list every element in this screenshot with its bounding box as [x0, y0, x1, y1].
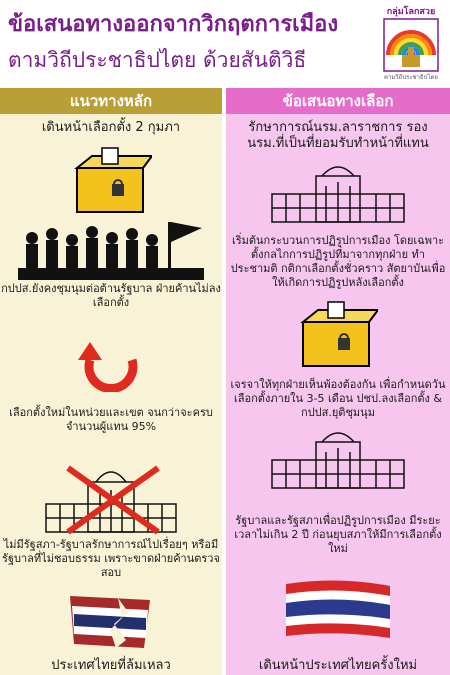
right-column: ข้อเสนอทางเลือก รักษาการณ์นรม.ลาราชการ ร…	[226, 88, 450, 675]
ballot-box-icon	[74, 147, 152, 213]
left-item-3-text: เลือกตั้งใหม่ในหน่วยและเขต จนกว่าจะครบจำ…	[9, 406, 213, 433]
right-item-1-text: รักษาการณ์นรม.ลาราชการ รองนรม.ที่เป็นที่…	[247, 120, 429, 151]
rainbow-logo-icon	[383, 18, 439, 72]
page-title: ข้อเสนอทางออกจากวิกฤตการเมือง	[8, 12, 339, 37]
right-item-2-text: เริ่มต้นกระบวนการปฏิรูปการเมือง โดยเฉพาะ…	[230, 234, 446, 289]
right-column-heading: ข้อเสนอทางเลือก	[226, 88, 450, 114]
header: ข้อเสนอทางออกจากวิกฤตการเมือง ตามวิถีประ…	[0, 0, 450, 88]
protest-crowd-icon	[18, 222, 204, 280]
parliament-icon	[271, 432, 405, 489]
left-item-5-text: ประเทศไทยที่ล้มเหลว	[51, 658, 171, 673]
torn-thai-flag-icon	[70, 596, 150, 648]
ballot-box-icon	[300, 301, 378, 367]
right-item-3-text: เจรจาให้ทุกฝ่ายเห็นพ้องต้องกัน เพื่อกำหน…	[230, 378, 446, 419]
left-item-1-text: เดินหน้าเลือกตั้ง 2 กุมภา	[41, 120, 181, 135]
right-item-4-text: รัฐบาลและรัฐสภาเพื่อปฏิรูปการเมือง มีระย…	[234, 514, 442, 555]
parliament-icon	[271, 166, 405, 223]
logo-label-bottom: ตามวิถีประชาธิปไตย	[384, 74, 438, 81]
right-item-5-text: เดินหน้าประเทศไทยครั้งใหม่	[258, 658, 418, 673]
page-subtitle: ตามวิถีประชาธิปไตย ด้วยสันติวิธี	[8, 48, 307, 72]
column-divider	[222, 88, 226, 675]
redo-arrow-icon	[78, 342, 138, 392]
logo-label-top: กลุ่มโลกสวย	[386, 7, 436, 17]
left-column: แนวทางหลัก เดินหน้าเลือกตั้ง 2 กุมภา กปป…	[0, 88, 222, 675]
left-column-heading: แนวทางหลัก	[0, 88, 222, 114]
logo: กลุ่มโลกสวย ตามวิถีประชาธิปไตย	[378, 4, 444, 84]
thai-flag-icon	[286, 580, 390, 638]
left-item-4-text: ไม่มีรัฐสภา-รัฐบาลรักษาการณ์ไปเรื่อยๆ หร…	[2, 538, 220, 579]
left-item-2-text: กปปส.ยังคงชุมนุมต่อต้านรัฐบาล ฝ่ายค้านไม…	[1, 282, 221, 309]
parliament-crossed-icon	[45, 465, 177, 535]
